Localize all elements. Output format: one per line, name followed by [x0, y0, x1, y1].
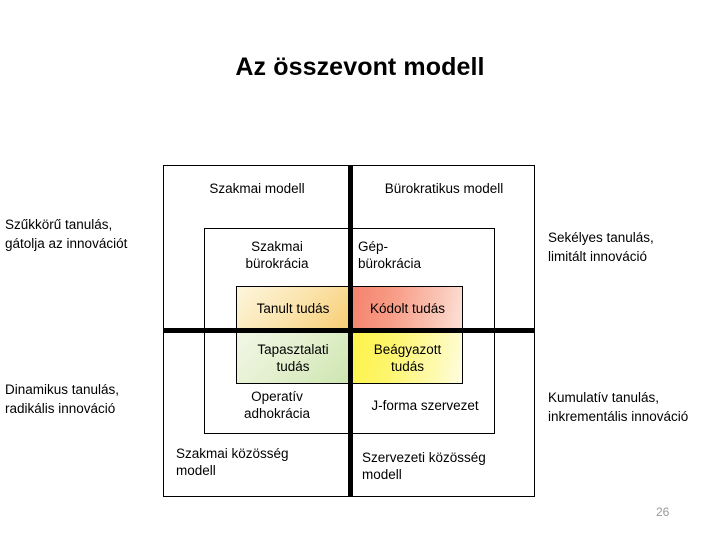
- column-header-left: Szakmai modell: [209, 181, 305, 196]
- page-number: 26: [656, 505, 670, 519]
- horizontal-axis-divider: [163, 328, 535, 333]
- cell-gep-burokracia: Gép-bürokrácia: [358, 239, 422, 271]
- page-title: Az összevont modell: [235, 53, 485, 81]
- cell-j-forma-szervezet: J-forma szervezet: [371, 398, 479, 413]
- cell-kodolt-tudas: Kódolt tudás: [353, 287, 462, 330]
- annotation-top-right: Sekélyes tanulás,limitált innováció: [548, 230, 654, 264]
- annotation-top-left: Szűkkörű tanulás,gátolja az innovációt: [5, 217, 128, 251]
- cell-tanult-tudas: Tanult tudás: [237, 287, 349, 330]
- annotation-bottom-right: Kumulatív tanulás,inkrementális innováci…: [548, 390, 689, 424]
- column-header-right: Bürokratikus modell: [384, 181, 504, 196]
- annotation-bottom-left: Dinamikus tanulás,radikális innováció: [5, 382, 120, 416]
